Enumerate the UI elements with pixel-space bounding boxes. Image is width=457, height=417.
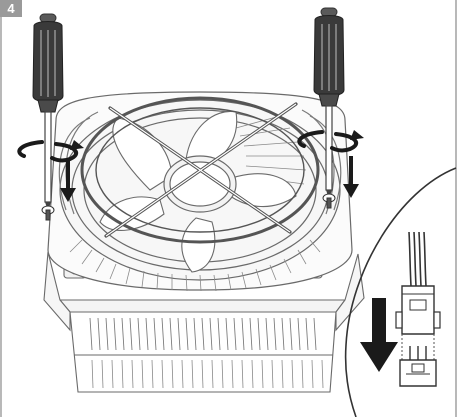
heatsink-fins-lower — [91, 359, 324, 389]
mounting-screw-right — [322, 193, 336, 209]
screwdriver-icon — [32, 13, 64, 208]
rotate-clockwise-arrow-icon — [297, 130, 359, 153]
rotate-clockwise-arrow-icon — [17, 140, 79, 163]
heatsink-fins — [89, 317, 317, 351]
fan-connector-icon — [395, 231, 441, 387]
rotate-arrow-head-left — [70, 140, 84, 150]
connector-inset-outline — [344, 167, 457, 417]
down-arrow-icon — [360, 298, 398, 372]
screwdriver-icon — [313, 7, 345, 196]
down-arrow-icon — [60, 160, 76, 202]
fan-hub — [163, 155, 237, 213]
mounting-screw-left — [41, 205, 55, 221]
rotate-arrow-head-right — [350, 130, 364, 140]
down-arrow-icon — [343, 156, 359, 198]
fan-guard-highlight — [105, 103, 297, 237]
step-number-badge: 4 — [0, 0, 22, 17]
